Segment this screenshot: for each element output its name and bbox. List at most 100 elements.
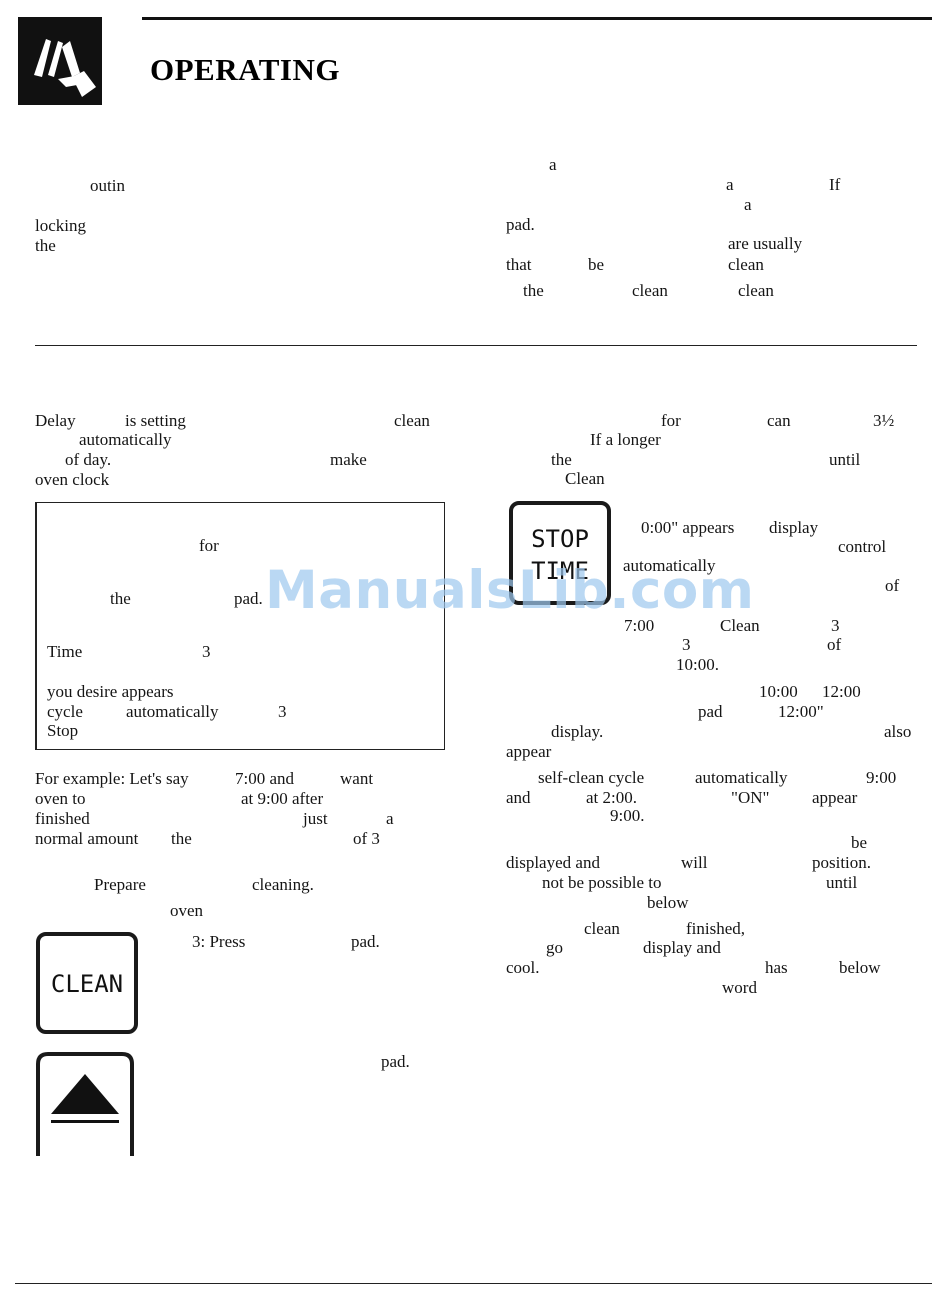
text-word: position. <box>812 853 872 872</box>
text-word: finished <box>35 809 90 828</box>
text-word: 7:00 <box>624 616 655 635</box>
text-word: If a longer <box>590 430 661 449</box>
instruction-box <box>35 502 445 750</box>
text-word: If <box>829 175 841 194</box>
text-word: self-clean cycle <box>538 768 645 787</box>
text-word: Prepare <box>94 875 146 894</box>
text-word: 0:00" appears <box>641 518 735 537</box>
text-word: "ON" <box>731 788 770 807</box>
text-word: 9:00 <box>866 768 897 787</box>
text-word: the <box>110 589 131 608</box>
text-word: control <box>838 537 887 556</box>
text-word: 3: Press <box>192 932 246 951</box>
text-word: automatically <box>695 768 788 787</box>
text-word: displayed and <box>506 853 600 872</box>
text-word: a <box>726 175 734 194</box>
section-divider <box>35 345 917 346</box>
stop-time-pad-label-stop: STOP <box>531 525 589 553</box>
text-word: be <box>588 255 605 274</box>
text-word: until <box>826 873 858 892</box>
text-word: make <box>330 450 367 469</box>
text-word: 3½ <box>873 411 895 430</box>
text-word: display and <box>643 938 721 957</box>
text-word: finished, <box>686 919 746 938</box>
text-word: a <box>549 155 557 174</box>
text-word: not be possible to <box>542 873 662 892</box>
text-word: 3 <box>831 616 840 635</box>
text-word: also <box>884 722 912 741</box>
top-rule <box>142 17 932 20</box>
text-word: oven <box>170 901 204 920</box>
text-word: the <box>35 236 56 255</box>
text-word: pad. <box>234 589 263 608</box>
text-word: a <box>744 195 752 214</box>
text-word: for <box>199 536 219 555</box>
text-word: Delay <box>35 411 76 430</box>
text-word: clean <box>738 281 774 300</box>
text-word: a <box>386 809 394 828</box>
text-word: 3 <box>278 702 287 721</box>
text-word: of <box>885 576 900 595</box>
text-word: automatically <box>79 430 172 449</box>
text-word: 12:00 <box>822 682 861 701</box>
text-word: pad <box>698 702 723 721</box>
up-arrow-icon <box>36 1052 134 1156</box>
text-word: you desire appears <box>47 682 174 701</box>
text-word: will <box>681 853 708 872</box>
text-word: be <box>851 833 868 852</box>
text-word: and <box>506 788 531 807</box>
text-word: locking <box>35 216 86 235</box>
text-word: pad. <box>351 932 380 951</box>
text-word: outin <box>90 176 125 195</box>
text-word: For example: Let's say <box>35 769 189 788</box>
clean-pad-label: CLEAN <box>50 970 124 998</box>
watermark: ManualsLib.com <box>265 560 755 621</box>
text-word: the <box>171 829 192 848</box>
text-word: the <box>523 281 544 300</box>
text-word: until <box>829 450 861 469</box>
text-word: of day. <box>65 450 112 469</box>
bottom-rule <box>15 1283 932 1284</box>
text-word: below <box>647 893 689 912</box>
text-word: want <box>340 769 374 788</box>
text-word: oven to <box>35 789 86 808</box>
text-word: is setting <box>125 411 186 430</box>
text-word: cleaning. <box>252 875 314 894</box>
text-word: 7:00 and <box>235 769 295 788</box>
text-word: 9:00. <box>610 806 645 825</box>
hand-pressing-icon <box>18 17 102 105</box>
page-title: OPERATING <box>150 52 340 87</box>
text-word: clean <box>728 255 764 274</box>
text-word: can <box>767 411 791 430</box>
text-word: of 3 <box>353 829 380 848</box>
text-word: automatically <box>126 702 219 721</box>
up-arrow-pad[interactable] <box>34 1050 136 1156</box>
section-logo <box>18 17 102 105</box>
text-word: 12:00" <box>778 702 824 721</box>
text-word: display. <box>551 722 604 741</box>
text-word: 10:00. <box>676 655 719 674</box>
text-word: Stop <box>47 721 79 740</box>
text-word: 10:00 <box>759 682 798 701</box>
text-word: 3 <box>202 642 211 661</box>
text-word: are usually <box>728 234 803 253</box>
text-word: for <box>661 411 681 430</box>
text-word: pad. <box>381 1052 410 1071</box>
text-word: 3 <box>682 635 691 654</box>
text-word: normal amount <box>35 829 139 848</box>
text-word: oven clock <box>35 470 110 489</box>
text-word: pad. <box>506 215 535 234</box>
text-word: that <box>506 255 532 274</box>
text-word: at 9:00 after <box>241 789 324 808</box>
text-word: at 2:00. <box>586 788 637 807</box>
stop-time-pad[interactable]: STOP TIME <box>509 501 611 605</box>
text-word: clean <box>394 411 430 430</box>
text-word: cycle <box>47 702 83 721</box>
text-word: word <box>722 978 757 997</box>
clean-pad[interactable]: CLEAN <box>36 932 138 1034</box>
stop-time-pad-label-time: TIME <box>531 557 589 585</box>
text-word: the <box>551 450 572 469</box>
text-word: clean <box>584 919 620 938</box>
text-word: Time <box>47 642 83 661</box>
text-word: clean <box>632 281 668 300</box>
